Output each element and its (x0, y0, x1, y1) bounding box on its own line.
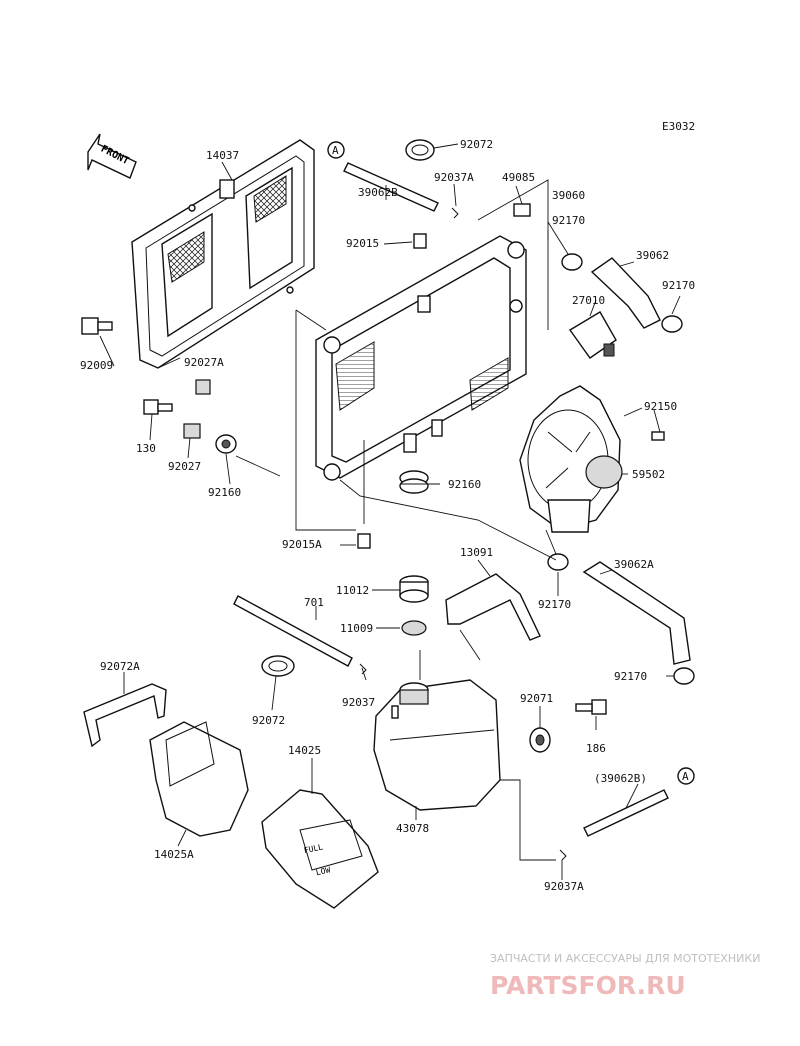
clip-92015 (413, 233, 427, 249)
pipe-39062B-ref (583, 789, 669, 837)
label-92037: 92037 (342, 696, 375, 709)
label-92170-c: 92170 (538, 598, 571, 611)
label-92160-left: 92160 (208, 486, 241, 499)
label-43078: 43078 (396, 822, 429, 835)
label-92072-lower: 92072 (252, 714, 285, 727)
watermark-logo: PARTSFOR.RU (490, 971, 686, 1000)
label-39062: 39062 (636, 249, 669, 262)
watermark: ЗАПЧАСТИ И АКСЕССУАРЫ ДЛЯ МОТОТЕХНИКИ PA… (490, 952, 760, 1000)
bracket-92072A (83, 683, 167, 748)
grommet-92160-mid (399, 470, 429, 494)
grommet-92071 (529, 727, 551, 753)
reservoir-tank (373, 679, 501, 811)
label-92072A: 92072A (100, 660, 140, 673)
label-92160-mid: 92160 (448, 478, 481, 491)
ref-marker-bottom: A (677, 767, 695, 785)
svg-text:A: A (332, 144, 339, 157)
bolt-92009 (81, 317, 113, 335)
hose-39062 (590, 257, 661, 329)
clamp-92170-d (673, 667, 695, 685)
label-186: 186 (586, 742, 606, 755)
cap-seal (401, 620, 427, 636)
label-92015A: 92015A (282, 538, 322, 551)
leader-lines (99, 143, 681, 880)
label-92009: 92009 (80, 359, 113, 372)
label-92150: 92150 (644, 400, 677, 413)
low-mark: LOW (315, 865, 331, 877)
pipe-39062B (343, 162, 439, 212)
label-92170-d: 92170 (614, 670, 647, 683)
clamp-92170-a (561, 253, 583, 271)
label-92027: 92027 (168, 460, 201, 473)
fan-switch (568, 311, 617, 359)
front-arrow-icon: FRONT (87, 133, 137, 179)
collar-92027 (183, 423, 201, 439)
bolt-130 (143, 399, 173, 415)
full-mark: FULL (303, 842, 324, 855)
radiator (315, 235, 527, 481)
part-labels: 14037 92072 39062B 92037A 49085 39060 92… (80, 138, 695, 893)
clamp-92170-b (661, 315, 683, 333)
label-92170-b: 92170 (662, 279, 695, 292)
bracket-13091 (445, 573, 541, 641)
bolt-186 (575, 699, 607, 715)
svg-text:A: A (682, 770, 689, 783)
label-39062A: 39062A (614, 558, 654, 571)
clamp-92072-top (405, 139, 435, 161)
label-11009: 11009 (340, 622, 373, 635)
label-14025: 14025 (288, 744, 321, 757)
hose-39062A (582, 561, 691, 665)
label-27010: 27010 (572, 294, 605, 307)
cooling-fan (519, 385, 623, 533)
diagram-code: E3032 (662, 120, 695, 133)
clamp-92072-lower (261, 655, 295, 677)
label-130: 130 (136, 442, 156, 455)
label-14025A: 14025A (154, 848, 194, 861)
cover-14025: FULL LOW (261, 789, 379, 909)
label-92037A-bottom: 92037A (544, 880, 584, 893)
label-11012: 11012 (336, 584, 369, 597)
label-92037A-top: 92037A (434, 171, 474, 184)
label-92027A: 92027A (184, 356, 224, 369)
pipe-701 (233, 595, 353, 667)
clip-92037 (359, 663, 367, 675)
label-92170-a: 92170 (552, 214, 585, 227)
watermark-tagline: ЗАПЧАСТИ И АКСЕССУАРЫ ДЛЯ МОТОТЕХНИКИ (490, 952, 760, 965)
clip-92037A-bottom (559, 849, 567, 861)
label-701: 701 (304, 596, 324, 609)
label-49085: 49085 (502, 171, 535, 184)
label-92015: 92015 (346, 237, 379, 250)
label-13091: 13091 (460, 546, 493, 559)
label-59502: 59502 (632, 468, 665, 481)
label-92072-top: 92072 (460, 138, 493, 151)
clip-92015A (357, 533, 371, 549)
grommet-92160-left (215, 434, 237, 454)
bolt-92150 (651, 431, 665, 441)
label-39060: 39060 (552, 189, 585, 202)
clamp-92170-c (547, 553, 569, 571)
label-92071: 92071 (520, 692, 553, 705)
radiator-screen (131, 139, 315, 369)
cover-14025A (149, 721, 249, 837)
clip-92037A-top (451, 207, 459, 219)
clip-49085 (513, 203, 531, 217)
label-39062B: 39062B (358, 186, 398, 199)
label-14037: 14037 (206, 149, 239, 162)
reservoir-cap (399, 575, 429, 603)
collar-92027A (195, 379, 211, 395)
ref-marker-top: A (327, 141, 345, 159)
label-39062B-ref: (39062B) (594, 772, 647, 785)
